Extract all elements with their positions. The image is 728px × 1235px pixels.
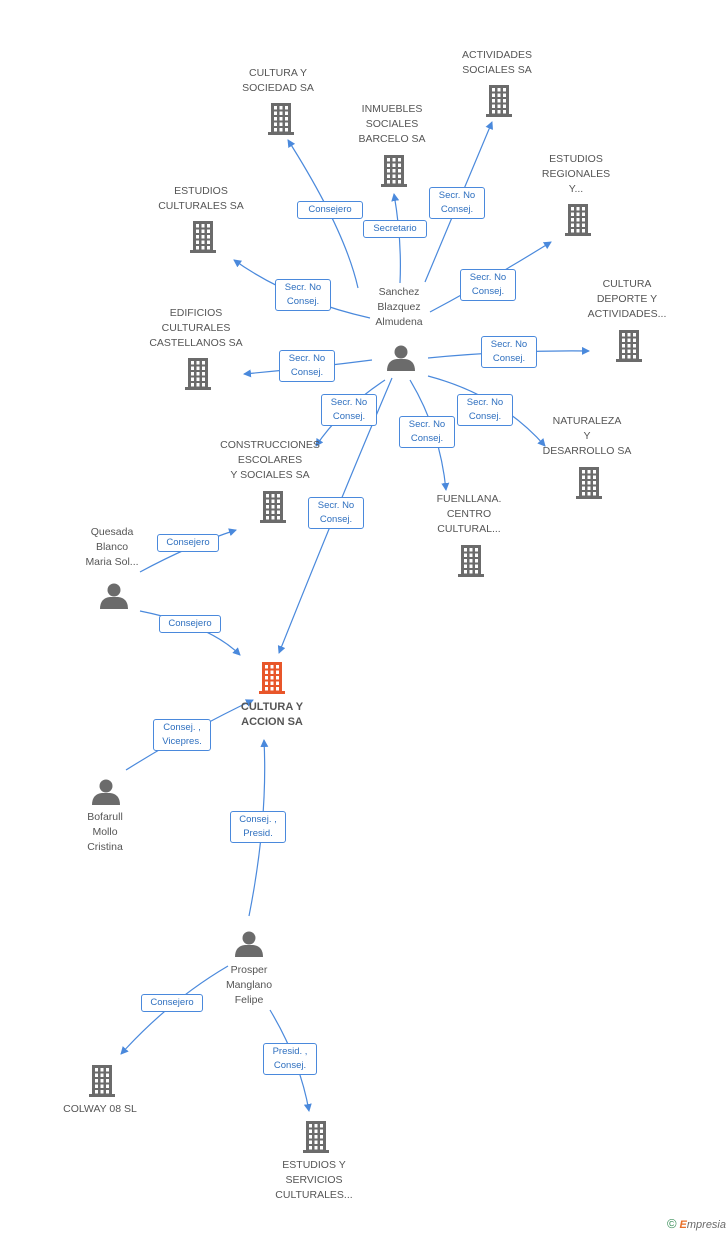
building-icon-actividades-sociales[interactable]: [486, 85, 512, 117]
building-icon-estudios-culturales[interactable]: [190, 221, 216, 253]
edge-label-sanchez-to-cultura-accion[interactable]: Secr. No Consej.: [308, 497, 364, 529]
node-label-inmuebles[interactable]: INMUEBLES SOCIALES BARCELO SA: [358, 103, 426, 145]
node-label-estudios-servicios[interactable]: ESTUDIOS Y SERVICIOS CULTURALES...: [275, 1159, 353, 1201]
copyright-icon: ©: [666, 1216, 677, 1231]
building-icon-cultura-accion[interactable]: [259, 662, 285, 694]
node-label-colway[interactable]: COLWAY 08 SL: [63, 1103, 137, 1115]
edge-label-prosper-to-colway[interactable]: Consejero: [141, 993, 203, 1012]
node-label-estudios-regionales[interactable]: ESTUDIOS REGIONALES Y...: [541, 153, 611, 195]
edge-label-sanchez-to-inmuebles[interactable]: Secretario: [363, 219, 427, 238]
building-icon-construcciones[interactable]: [260, 491, 286, 523]
building-icon-inmuebles[interactable]: [381, 155, 407, 187]
edge-label-sanchez-to-edificios[interactable]: Secr. No Consej.: [279, 350, 335, 382]
person-icon-prosper[interactable]: [235, 931, 263, 958]
person-icon-quesada[interactable]: [100, 583, 128, 610]
edge-label-sanchez-to-estudios-regionales[interactable]: Secr. No Consej.: [460, 269, 516, 301]
node-label-naturaleza[interactable]: NATURALEZA Y DESARROLLO SA: [542, 415, 632, 457]
person-icon-bofarull[interactable]: [92, 779, 120, 806]
node-label-cultura-accion[interactable]: CULTURA Y ACCION SA: [240, 701, 304, 728]
footer-brand: ©Empresia: [667, 1216, 726, 1231]
node-label-actividades-sociales[interactable]: ACTIVIDADES SOCIALES SA: [461, 49, 532, 76]
edge-label-bofarull-to-cultura-accion[interactable]: Consej. , Vicepres.: [153, 719, 211, 751]
building-icon-cultura-deporte[interactable]: [616, 330, 642, 362]
edge-label-quesada-to-construcciones[interactable]: Consejero: [157, 533, 219, 552]
edge-label-sanchez-to-naturaleza[interactable]: Secr. No Consej.: [457, 394, 513, 426]
edge-label-sanchez-to-actividades-sociales[interactable]: Secr. No Consej.: [429, 187, 485, 219]
edge-sanchez-to-cultura-sociedad: [287, 139, 359, 289]
person-icon-sanchez[interactable]: [387, 345, 415, 372]
building-icon-cultura-sociedad[interactable]: [268, 103, 294, 135]
building-icon-edificios[interactable]: [185, 358, 211, 390]
node-label-prosper[interactable]: Prosper Manglano Felipe: [225, 964, 273, 1006]
edge-label-sanchez-to-construcciones[interactable]: Secr. No Consej.: [321, 394, 377, 426]
building-icon-fuenllana[interactable]: [458, 545, 484, 577]
brand-logo: Empresia: [679, 1219, 726, 1231]
edge-label-sanchez-to-cultura-deporte[interactable]: Secr. No Consej.: [481, 336, 537, 368]
edge-sanchez-to-inmuebles: [391, 193, 401, 284]
edge-label-prosper-to-estudios-servicios[interactable]: Presid. , Consej.: [263, 1043, 317, 1075]
node-label-estudios-culturales[interactable]: ESTUDIOS CULTURALES SA: [158, 185, 244, 212]
edge-label-prosper-to-cultura-accion[interactable]: Consej. , Presid.: [230, 811, 286, 843]
edge-label-sanchez-to-fuenllana[interactable]: Secr. No Consej.: [399, 416, 455, 448]
node-label-construcciones[interactable]: CONSTRUCCIONES ESCOLARES Y SOCIALES SA: [220, 439, 320, 481]
edge-label-sanchez-to-cultura-sociedad[interactable]: Consejero: [297, 200, 363, 219]
edge-label-sanchez-to-estudios-culturales[interactable]: Secr. No Consej.: [275, 279, 331, 311]
building-icon-estudios-servicios[interactable]: [303, 1121, 329, 1153]
building-icon-colway[interactable]: [89, 1065, 115, 1097]
node-label-sanchez[interactable]: Sanchez Blazquez Almudena: [375, 286, 423, 328]
node-label-cultura-deporte[interactable]: CULTURA DEPORTE Y ACTIVIDADES...: [587, 278, 667, 320]
node-label-edificios[interactable]: EDIFICIOS CULTURALES CASTELLANOS SA: [149, 307, 243, 349]
node-label-bofarull[interactable]: Bofarull Mollo Cristina: [87, 811, 123, 853]
building-icon-estudios-regionales[interactable]: [565, 204, 591, 236]
building-icon-naturaleza[interactable]: [576, 467, 602, 499]
node-label-cultura-sociedad[interactable]: CULTURA Y SOCIEDAD SA: [242, 67, 314, 94]
node-label-quesada[interactable]: Quesada Blanco Maria Sol...: [85, 526, 139, 568]
node-label-fuenllana[interactable]: FUENLLANA. CENTRO CULTURAL...: [436, 493, 502, 535]
edge-label-quesada-to-cultura-accion[interactable]: Consejero: [159, 614, 221, 633]
